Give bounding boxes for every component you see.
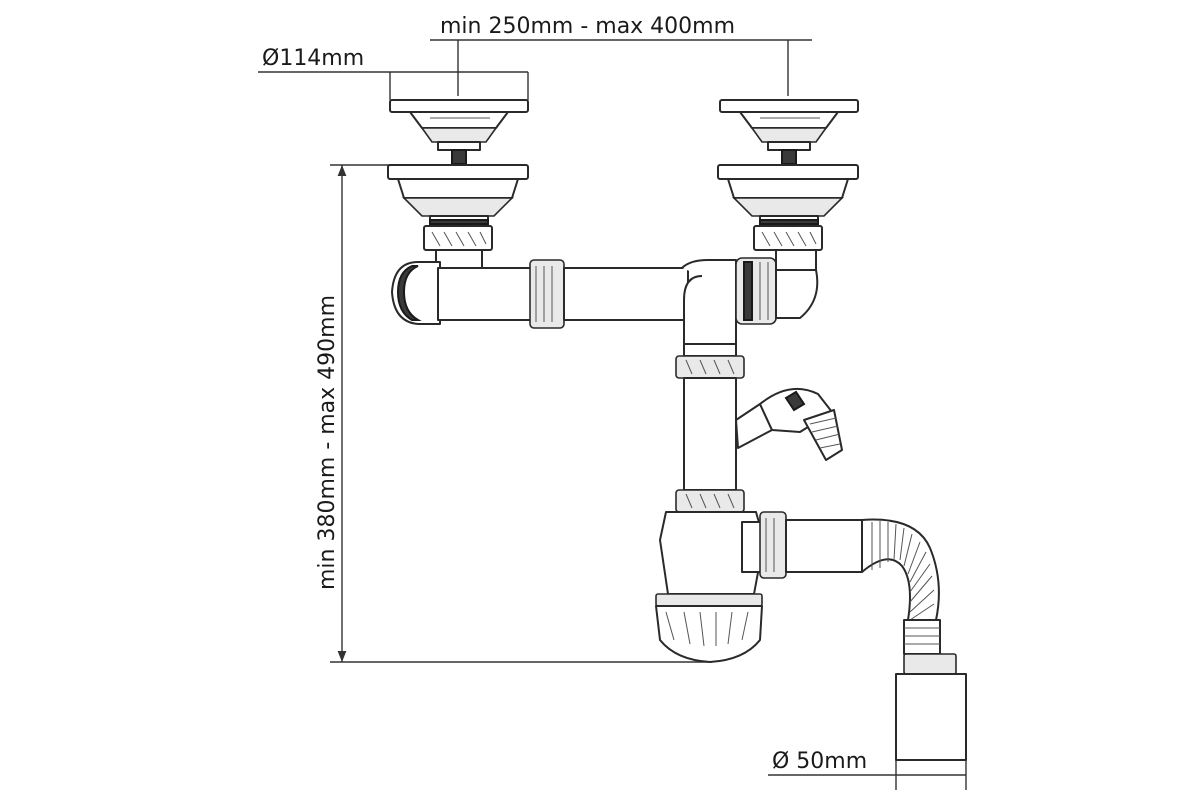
right-strainer-basket bbox=[717, 164, 859, 251]
left-strainer-basket bbox=[387, 164, 529, 251]
trap-outlet-pipe bbox=[741, 511, 863, 579]
vertical-standpipe bbox=[675, 343, 745, 513]
height-range-label: min 380mm - max 490mm bbox=[315, 295, 340, 590]
left-strainer-plug bbox=[389, 99, 529, 165]
outlet-diameter-dimension: Ø 50mm bbox=[768, 749, 967, 790]
sink-spacing-dimension: min 250mm - max 400mm bbox=[430, 14, 812, 96]
horizontal-waste-pipe bbox=[437, 259, 689, 329]
central-tee bbox=[681, 257, 777, 345]
strainer-diameter-dimension: Ø114mm bbox=[258, 46, 529, 100]
right-strainer-plug bbox=[719, 99, 859, 165]
left-elbow bbox=[391, 249, 483, 325]
strainer-diameter-label: Ø114mm bbox=[262, 46, 364, 71]
height-range-dimension: min 380mm - max 490mm bbox=[315, 164, 712, 663]
bottle-trap bbox=[655, 511, 765, 663]
sink-spacing-label: min 250mm - max 400mm bbox=[440, 14, 735, 39]
flexible-corrugated-hose bbox=[861, 518, 967, 761]
outlet-diameter-label: Ø 50mm bbox=[772, 749, 867, 774]
appliance-hose-connector bbox=[735, 387, 843, 461]
right-elbow bbox=[775, 249, 819, 319]
